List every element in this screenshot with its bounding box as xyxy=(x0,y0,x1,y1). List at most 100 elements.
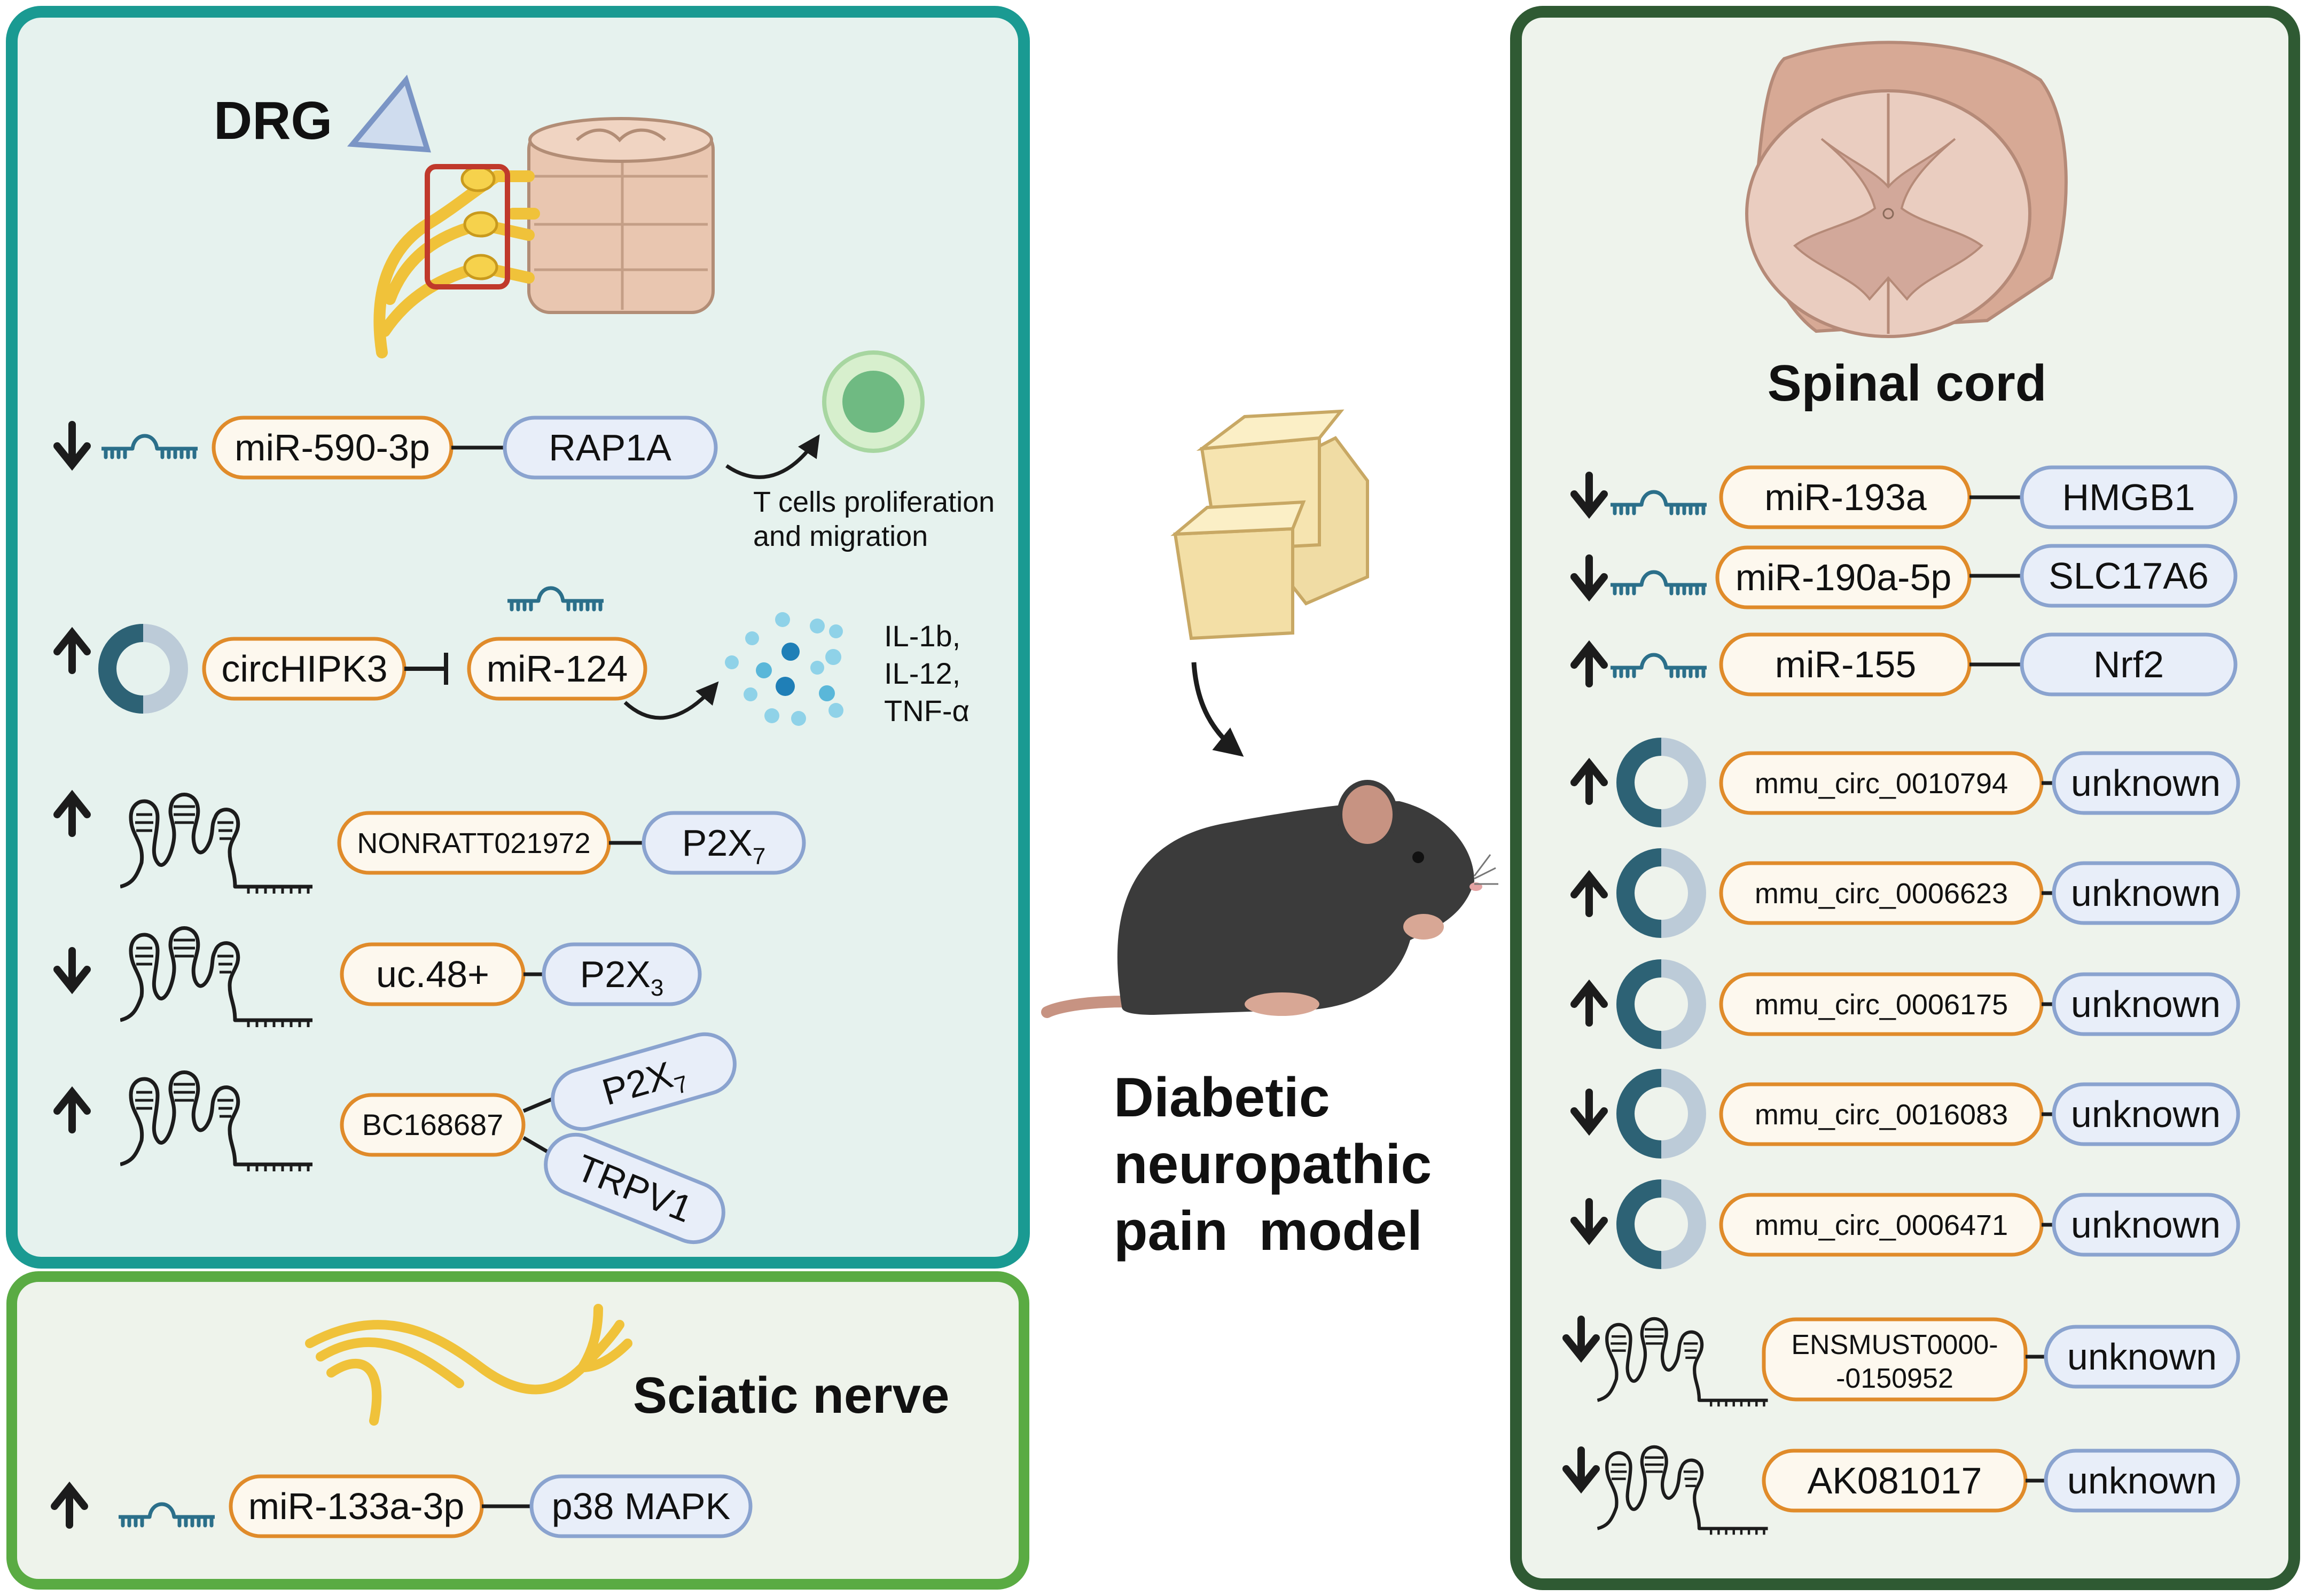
mirna-pill xyxy=(467,637,647,701)
spinal-cord-icon xyxy=(1745,41,2068,338)
up-arrow-icon xyxy=(1570,979,1608,1027)
effect-arrow xyxy=(725,434,820,479)
up-arrow-icon xyxy=(53,789,91,837)
target-pill-p2x7: P2X7 xyxy=(551,1032,737,1131)
target-label: unknown xyxy=(2067,1460,2217,1501)
target-pill xyxy=(2052,751,2240,815)
target-pill xyxy=(2052,861,2240,925)
cytokine-il12: IL-12, xyxy=(884,656,960,690)
target-label: P2X3 xyxy=(580,953,664,1001)
cytokine-il1b: IL-1b, xyxy=(884,619,960,653)
target-label: SLC17A6 xyxy=(2049,555,2209,597)
sciatic-title: Sciatic nerve xyxy=(633,1367,949,1424)
spinal-mirna-row: miR-155 Nrf2 xyxy=(1570,632,2238,697)
down-arrow-icon xyxy=(1570,472,1608,519)
target-label: unknown xyxy=(2071,762,2221,804)
target-pill xyxy=(2020,465,2238,529)
target-pill xyxy=(2052,972,2240,1036)
ncrna-label: miR-155 xyxy=(1775,644,1917,685)
spinal-circrna-row: mmu_circ_0006175 unknown xyxy=(1570,959,2240,1049)
target-pill xyxy=(529,1474,753,1538)
ncrna-label: miR-590-3p xyxy=(234,427,430,468)
spinal-circrna-row: mmu_circ_0006471 unknown xyxy=(1570,1179,2240,1269)
sugar-cubes-icon xyxy=(1170,409,1369,640)
target-label: RAP1A xyxy=(549,427,671,468)
spinal-circrna-row: mmu_circ_0010794 unknown xyxy=(1570,738,2240,827)
circrna-icon xyxy=(98,624,188,714)
target-label: unknown xyxy=(2071,872,2221,914)
ncrna-label: miR-190a-5p xyxy=(1736,557,1952,598)
down-arrow-icon xyxy=(1570,1089,1608,1136)
circrna-icon xyxy=(1616,848,1706,938)
ncrna-label: mmu_circ_0006175 xyxy=(1755,989,2008,1021)
target-label: p38 MAPK xyxy=(552,1485,731,1527)
ncrna-label: miR-133a-3p xyxy=(248,1485,465,1527)
drg-triangle-icon xyxy=(347,74,431,153)
up-arrow-icon xyxy=(1570,640,1608,687)
spinal-circrna-row: mmu_circ_0016083 unknown xyxy=(1570,1069,2240,1159)
down-arrow-icon xyxy=(1562,1316,1600,1363)
down-arrow-icon xyxy=(1570,554,1608,602)
target-label: unknown xyxy=(2071,1204,2221,1246)
target-pill xyxy=(2020,632,2238,697)
mouse-icon xyxy=(1041,780,1498,1018)
target-label: unknown xyxy=(2067,1336,2217,1378)
flow-arrow xyxy=(1191,662,1244,757)
drg-row-mir590: miR-590-3p RAP1A T cells proliferation a… xyxy=(53,350,995,552)
target-pill xyxy=(503,416,718,480)
down-arrow-icon xyxy=(53,421,91,471)
cytokine-tnfa: TNF-α xyxy=(884,694,970,727)
sciatic-row: miR-133a-3p p38 MAPK xyxy=(51,1474,753,1538)
up-arrow-icon xyxy=(53,1086,91,1133)
up-arrow-icon xyxy=(1570,757,1608,805)
target-pill xyxy=(542,942,702,1006)
effect-text-line2: and migration xyxy=(753,520,928,552)
drg-row-circhipk3: circHIPK3 miR-124 IL-1b, IL-12, TNF-α xyxy=(53,588,970,727)
down-arrow-icon xyxy=(1570,1198,1608,1246)
ncrna-label: mmu_circ_0010794 xyxy=(1755,768,2008,800)
target-label: Nrf2 xyxy=(2093,644,2164,685)
target-label: unknown xyxy=(2071,983,2221,1025)
ncrna-label: AK081017 xyxy=(1808,1460,1982,1501)
target-label: P2X7 xyxy=(682,822,766,870)
ncrna-label: uc.48+ xyxy=(376,953,489,995)
up-arrow-icon xyxy=(1570,870,1608,917)
ncrna-label: circHIPK3 xyxy=(221,648,387,690)
model-label-line3: pain model xyxy=(1114,1200,1422,1262)
target-pill xyxy=(2044,1449,2240,1513)
mirna-label: miR-124 xyxy=(487,648,628,690)
inhibition-line xyxy=(404,653,448,685)
effect-text-line1: T cells proliferation xyxy=(753,486,995,518)
spinal-mirna-row: miR-193a HMGB1 xyxy=(1570,465,2238,529)
ncrna-label: BC168687 xyxy=(362,1108,504,1141)
drg-illustration xyxy=(347,74,715,358)
ncrna-label-line2: -0150952 xyxy=(1836,1363,1953,1394)
model-label-line1: Diabetic xyxy=(1114,1067,1330,1129)
spinal-lncrna-row: AK081017 unknown xyxy=(1562,1447,2240,1535)
target-pill xyxy=(2052,1193,2240,1257)
effect-arrow xyxy=(623,681,719,720)
drg-title: DRG xyxy=(214,91,332,151)
circrna-icon xyxy=(1616,1069,1706,1159)
ncrna-label-line1: ENSMUST0000- xyxy=(1791,1329,1998,1360)
target-name: P2X xyxy=(682,822,753,864)
target-pill xyxy=(2052,1082,2240,1146)
up-arrow-icon xyxy=(51,1481,88,1529)
ncrna-pill xyxy=(1762,1317,2028,1402)
cytokines-icon xyxy=(725,612,843,726)
drg-row-nonratt: NONRATT021972 P2X7 xyxy=(53,789,806,894)
drg-row-uc48: uc.48+ P2X3 xyxy=(53,928,702,1028)
spinal-lncrna-row: ENSMUST0000- -0150952 unknown xyxy=(1562,1316,2240,1406)
ncrna-label: mmu_circ_0006471 xyxy=(1755,1209,2008,1241)
target-name: P2X xyxy=(580,953,651,995)
target-subscript: 3 xyxy=(651,975,663,1001)
ncrna-label: mmu_circ_0016083 xyxy=(1755,1099,2008,1131)
sciatic-nerve-icon xyxy=(305,1304,632,1426)
target-pill xyxy=(2044,1325,2240,1389)
t-cell-icon xyxy=(822,350,925,453)
target-pill xyxy=(2020,544,2238,608)
ncrna-label: miR-193a xyxy=(1764,476,1927,518)
spinal-mirna-row: miR-190a-5p SLC17A6 xyxy=(1570,544,2238,609)
target-subscript: 7 xyxy=(753,843,765,870)
